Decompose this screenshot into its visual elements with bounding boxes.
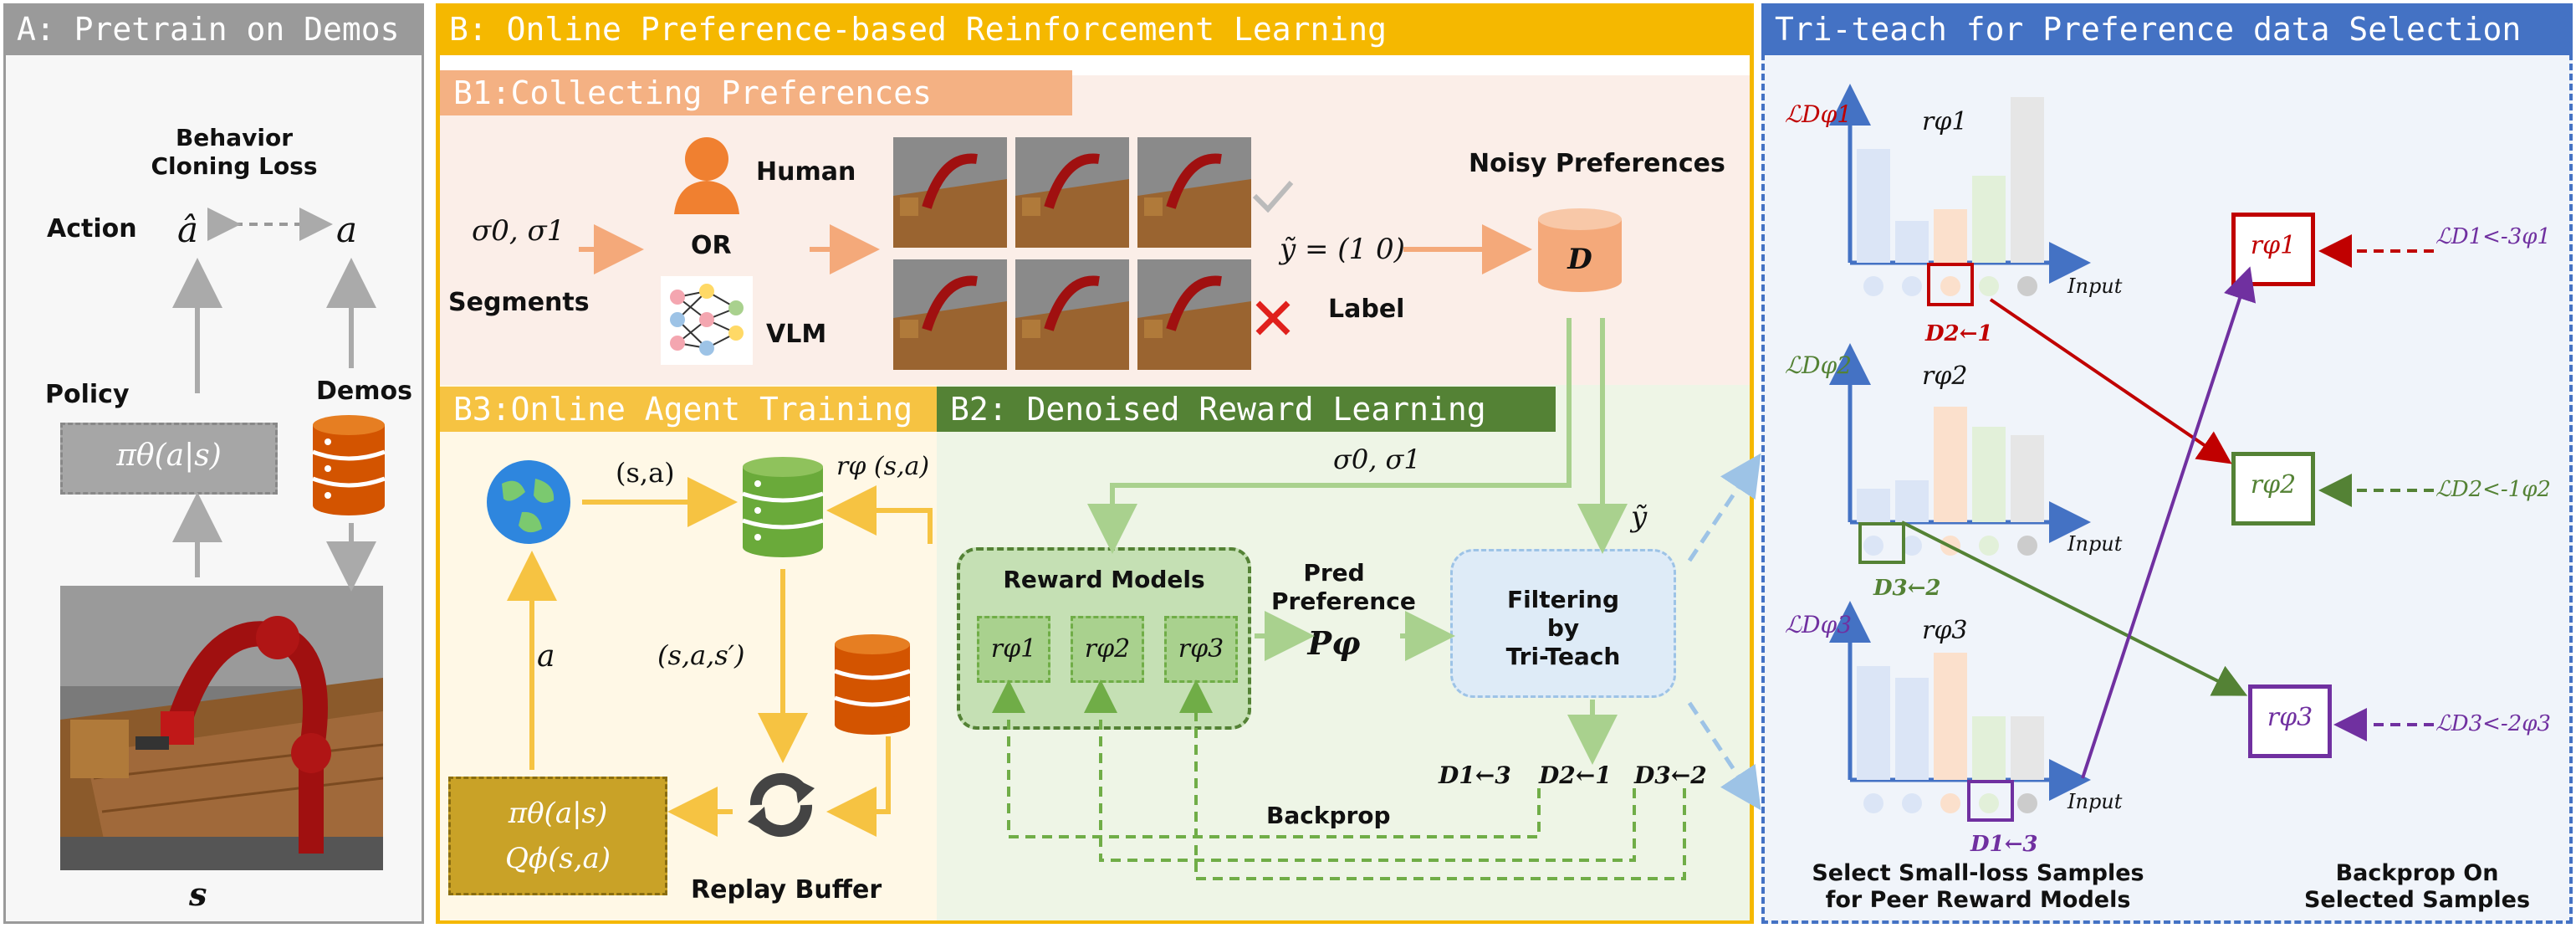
vlm-label: VLM — [766, 320, 827, 349]
chart2-d32: D3←2 — [1873, 576, 1941, 601]
b2-d21: D2←1 — [1539, 761, 1612, 789]
b3-header: B3:Online Agent Training — [440, 387, 937, 432]
reward-model-2-label: rφ2 — [1084, 634, 1131, 664]
right-reward-1-label: rφ1 — [2250, 231, 2297, 260]
vlm-network-icon — [661, 276, 753, 365]
agent-database-icon — [742, 457, 824, 557]
action-label: Action — [47, 214, 137, 244]
demos-label: Demos — [316, 377, 412, 406]
p-phi-label: Pφ — [1307, 624, 1361, 662]
reward-model-2 — [1071, 616, 1144, 683]
caption-left-2: for Peer Reward Models — [1825, 887, 2131, 913]
panel-b-header: B: Online Preference-based Reinforcement… — [436, 3, 1754, 55]
label-label: Label — [1328, 295, 1405, 324]
b-to-c-connectors — [1687, 453, 1761, 811]
b3-arrows — [507, 477, 933, 837]
reward-model-3-label: rφ3 — [1178, 634, 1224, 664]
b3-sa: (s,a) — [616, 457, 675, 489]
b3-sas: (s,a,s′) — [657, 639, 745, 671]
chart3-r: rφ3 — [1922, 616, 1968, 645]
cross-icon — [1255, 300, 1291, 336]
caption-right-2: Selected Samples — [2303, 887, 2531, 913]
chart2-loss: ℒDφ2 — [1785, 351, 1853, 379]
y-tilde-equation: ỹ = (1 0) — [1280, 233, 1405, 266]
b2-arrows — [992, 318, 1686, 880]
checkmark-icon — [1252, 181, 1294, 213]
policy-box-label: πθ(a|s) — [116, 438, 222, 473]
backprop-label: Backprop — [1266, 802, 1391, 829]
right-loss-3: ℒD3<-2φ3 — [2435, 711, 2551, 736]
reward-model-1-label: rφ1 — [990, 634, 1037, 664]
reward-model-3 — [1164, 616, 1238, 683]
demos-database-icon — [312, 415, 386, 515]
chart3-d13: D1←3 — [1970, 832, 2038, 857]
b3-r-sa: rφ (s,a) — [836, 452, 930, 481]
panel-c-header: Tri-teach for Preference data Selection — [1761, 3, 2573, 55]
caption-right-1: Backprop On — [2335, 860, 2499, 886]
agent-policy-box — [448, 777, 667, 895]
noisy-db-letter: D — [1567, 243, 1592, 276]
b2-header: B2: Denoised Reward Learning — [937, 387, 1556, 432]
b1-header: B1:Collecting Preferences — [440, 70, 1072, 115]
bc-loss-label: Behavior Cloning Loss — [151, 124, 318, 180]
chart1-d21: D2←1 — [1925, 321, 1993, 346]
chart3-input: Input — [2067, 790, 2123, 813]
b3-a: a — [537, 639, 555, 674]
filter-line-3: Tri-Teach — [1505, 643, 1621, 670]
tri-teach-filter-box — [1450, 549, 1676, 698]
or-label: OR — [691, 231, 732, 260]
state-symbol: s — [189, 875, 207, 913]
replay-buffer-label: Replay Buffer — [691, 875, 882, 905]
a-hat-symbol: â — [177, 209, 199, 250]
panel-a-arrows — [172, 208, 376, 592]
environment-globe-icon — [487, 460, 570, 544]
right-loss-1: ℒD1<-3φ1 — [2435, 224, 2551, 249]
human-label: Human — [756, 157, 856, 187]
b1-arrows — [579, 224, 1532, 274]
segments-label: Segments — [448, 288, 590, 317]
reward-models-label: Reward Models — [1003, 566, 1205, 593]
policy-box — [60, 423, 278, 495]
tri-teach-bar-charts — [1829, 84, 2091, 822]
filter-line-1: Filtering — [1506, 586, 1620, 613]
b2-sigma: σ0, σ1 — [1333, 443, 1421, 475]
right-reward-3-label: rφ3 — [2267, 703, 2313, 732]
chart3-loss: ℒDφ3 — [1785, 611, 1853, 638]
pred-preference-label: Pred Preference — [1271, 559, 1416, 615]
noisy-preferences-label: Noisy Preferences — [1469, 149, 1725, 178]
right-reward-3-box — [2248, 684, 2332, 758]
chart1-loss: ℒDφ1 — [1785, 100, 1853, 128]
right-reward-2-label: rφ2 — [2250, 470, 2297, 500]
panel-a-header: A: Pretrain on Demos — [3, 3, 424, 55]
filter-line-2: by — [1546, 614, 1580, 642]
b2-y-tilde: ỹ — [1631, 500, 1648, 534]
chart2-r: rφ2 — [1922, 361, 1968, 391]
agent-policy-label: πθ(a|s) — [508, 797, 608, 830]
noisy-database-icon — [1538, 208, 1622, 292]
b1-sigma: σ0, σ1 — [472, 214, 565, 248]
chart1-r: rφ1 — [1922, 107, 1968, 136]
replay-database-icon — [834, 634, 911, 735]
chart2-input: Input — [2067, 532, 2123, 556]
a-symbol: a — [336, 209, 358, 250]
b2-d32: D3←2 — [1634, 761, 1707, 789]
panel-c-arrows — [1901, 234, 2434, 779]
b2-d13: D1←3 — [1439, 761, 1511, 789]
caption-left-1: Select Small-loss Samples — [1812, 860, 2144, 886]
right-loss-2: ℒD2<-1φ2 — [2435, 477, 2551, 502]
policy-label: Policy — [45, 380, 130, 409]
human-icon — [674, 137, 739, 214]
replay-cycle-icon — [748, 772, 815, 838]
right-reward-2-box — [2231, 452, 2315, 526]
agent-q-label: Qϕ(s,a) — [504, 842, 611, 875]
chart1-input: Input — [2067, 274, 2123, 298]
segment-thumbnails — [893, 137, 1253, 372]
robot-scene-image — [60, 586, 383, 870]
